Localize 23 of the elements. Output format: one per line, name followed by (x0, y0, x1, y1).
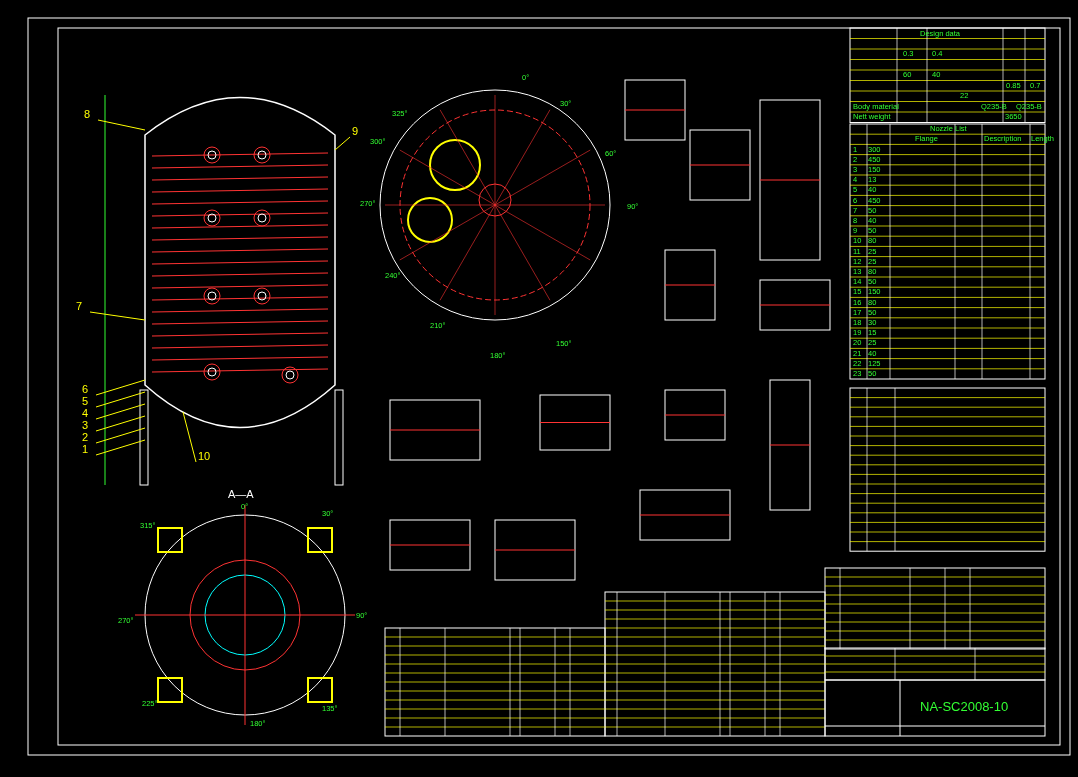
callout-number: 6 (82, 383, 89, 395)
leader-line (89, 311, 146, 321)
drawing-number: NA-SC2008-10 (920, 700, 1009, 714)
callout-number: 2 (82, 431, 89, 443)
leader-line (95, 439, 146, 456)
callout-number: 9 (352, 125, 359, 137)
leader-line (97, 119, 146, 131)
vessel-elevation-drawing (104, 94, 344, 486)
callout-number: 7 (76, 300, 83, 312)
leader-line (95, 403, 146, 420)
callout-number: 5 (82, 395, 89, 407)
leader-line (95, 379, 146, 396)
callout-number: 1 (82, 443, 89, 455)
leader-line (95, 415, 146, 432)
callout-number: 3 (82, 419, 89, 431)
callout-number: 10 (198, 450, 211, 462)
leader-line (95, 391, 146, 408)
callout-number: 4 (82, 407, 89, 419)
leader-line (95, 427, 146, 444)
leader-line (334, 136, 351, 151)
callout-number: 8 (84, 108, 91, 120)
leader-line (182, 411, 197, 463)
section-title: A—A (228, 490, 254, 499)
